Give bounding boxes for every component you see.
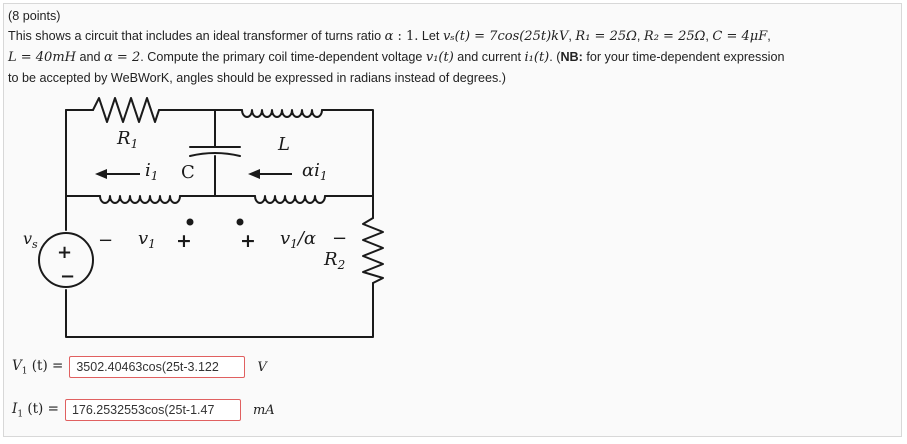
label-plus-right: + — [240, 230, 256, 252]
resistor-r1 — [92, 97, 160, 123]
inductor-l — [241, 109, 323, 118]
primary-coil — [99, 195, 181, 204]
l-value: L = 40mH — [8, 50, 76, 65]
r1-value: R₁ = 25Ω — [575, 29, 637, 44]
i1-unit: mA — [252, 402, 275, 418]
answer-label-i1: I1 (t) = — [12, 400, 59, 420]
secondary-dot — [236, 218, 244, 226]
c-value: C = 4μF — [712, 29, 768, 44]
v1-answer-input[interactable]: 3502.40463cos(25t-3.122 — [69, 356, 246, 378]
label-v1-over-alpha: v1/α — [280, 228, 316, 251]
label-l: L — [277, 134, 290, 155]
points-label: (8 points) — [8, 9, 61, 23]
alpha-symbol: α — [384, 29, 394, 44]
problem-line-2: L = 40mH and α = 2. Compute the primary … — [8, 50, 785, 65]
source-minus-sign: − — [60, 266, 75, 287]
answer-label-v1: V1 (t) = — [12, 357, 64, 377]
secondary-coil — [254, 195, 326, 204]
ai1-arrow-head — [248, 169, 260, 179]
resistor-r2 — [362, 217, 384, 284]
label-r1: R1 — [116, 128, 138, 151]
source-plus-sign: + — [57, 242, 72, 263]
v1-unit: V — [257, 359, 267, 375]
label-plus-left: + — [176, 230, 192, 252]
label-ai1: αi1 — [302, 160, 328, 183]
answer-row-v1: V1 (t) = 3502.40463cos(25t-3.122 V — [12, 355, 267, 379]
problem-line-1: This shows a circuit that includes an id… — [8, 29, 771, 44]
label-minus-left: − — [98, 230, 113, 251]
capacitor-plate-bottom — [189, 152, 241, 157]
nb-label: NB: — [560, 50, 583, 64]
label-c: C — [181, 162, 195, 183]
vs-expression: vₛ(t) = 7cos(25t)kV — [442, 29, 569, 44]
top-right-wire — [321, 109, 374, 219]
r2-value: R₂ = 25Ω — [643, 29, 706, 44]
alpha-value: α = 2 — [104, 50, 141, 65]
label-vs: vs — [23, 229, 38, 251]
label-i1: i1 — [145, 160, 158, 183]
problem-statement: (8 points) This shows a circuit that inc… — [8, 6, 898, 88]
voltage-source — [38, 232, 94, 288]
label-r2: R2 — [323, 249, 345, 272]
label-v1: v1 — [138, 228, 156, 251]
i1-arrow-head — [95, 169, 107, 179]
problem-line-3: to be accepted by WeBWorK, angles should… — [8, 71, 506, 85]
label-minus-right: − — [332, 228, 347, 249]
v1-symbol: v₁(t) — [425, 50, 454, 65]
i1-answer-input[interactable]: 176.2532553cos(25t-1.47 — [64, 399, 241, 421]
i1-symbol: i₁(t) — [524, 50, 550, 65]
answer-row-i1: I1 (t) = 176.2532553cos(25t-1.47 mA — [12, 398, 275, 422]
left-lower-wire — [65, 282, 374, 338]
primary-dot — [186, 218, 194, 226]
